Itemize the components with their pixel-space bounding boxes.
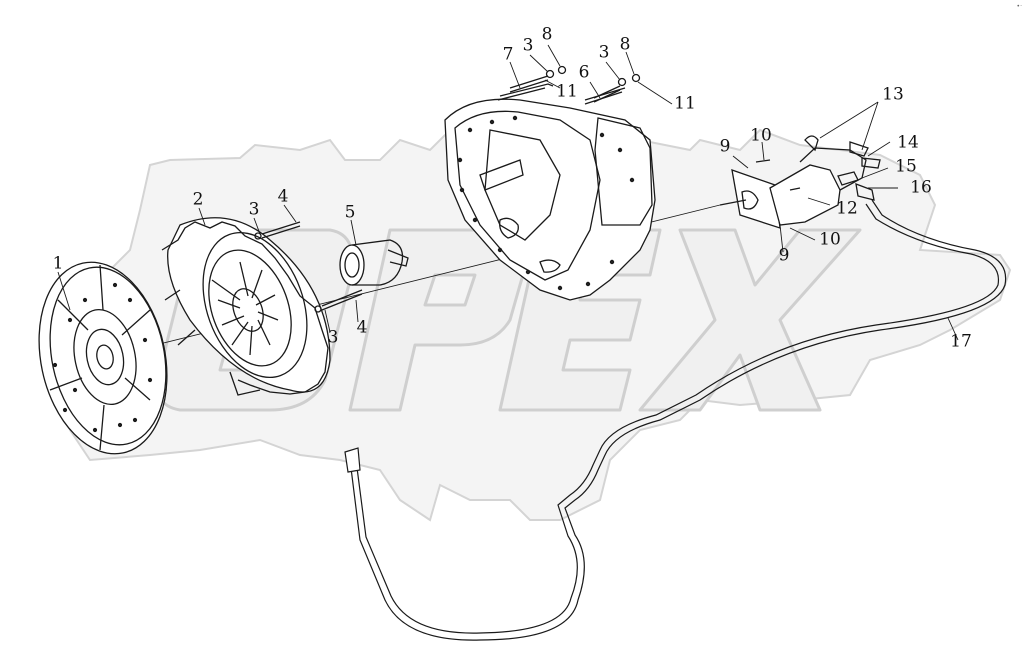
release-bearing-drawing	[339, 239, 409, 286]
callout-1: 1	[52, 253, 64, 274]
callout-10: 10	[750, 125, 772, 146]
callout-17: 17	[950, 331, 972, 352]
callout-2: 2	[192, 189, 204, 210]
callout-3: 3	[522, 35, 534, 56]
callout-12: 12	[836, 198, 858, 219]
line-art	[38, 44, 1007, 641]
callout-16: 16	[910, 177, 932, 198]
callout-11: 11	[556, 81, 578, 102]
pressure-plate-drawing	[161, 217, 331, 396]
callout-15: 15	[895, 156, 917, 177]
callout-4: 4	[277, 186, 289, 207]
hydraulic-hose-drawing	[344, 199, 1007, 641]
callout-3: 3	[327, 327, 339, 348]
callout-14: 14	[897, 132, 919, 153]
callout-11: 11	[674, 93, 696, 114]
callout-4: 4	[356, 317, 368, 338]
callout-9: 9	[719, 136, 731, 157]
callout-3: 3	[248, 199, 260, 220]
callout-13: 13	[882, 84, 904, 105]
callout-5: 5	[344, 202, 356, 223]
top-fasteners	[509, 65, 641, 103]
slave-cylinder-drawing	[719, 135, 881, 229]
bolts-pressure-plate	[254, 221, 363, 313]
callout-8: 8	[541, 24, 553, 45]
callout-3: 3	[598, 42, 610, 63]
clutch-disc-drawing	[38, 261, 168, 455]
corner-mark: •·	[1016, 3, 1022, 10]
callout-7: 7	[502, 44, 514, 65]
callout-6: 6	[578, 62, 590, 83]
callout-10: 10	[819, 229, 841, 250]
callout-9: 9	[778, 245, 790, 266]
callout-8: 8	[619, 34, 631, 55]
clutch-housing-drawing	[444, 83, 656, 301]
leader-lines	[57, 44, 959, 341]
